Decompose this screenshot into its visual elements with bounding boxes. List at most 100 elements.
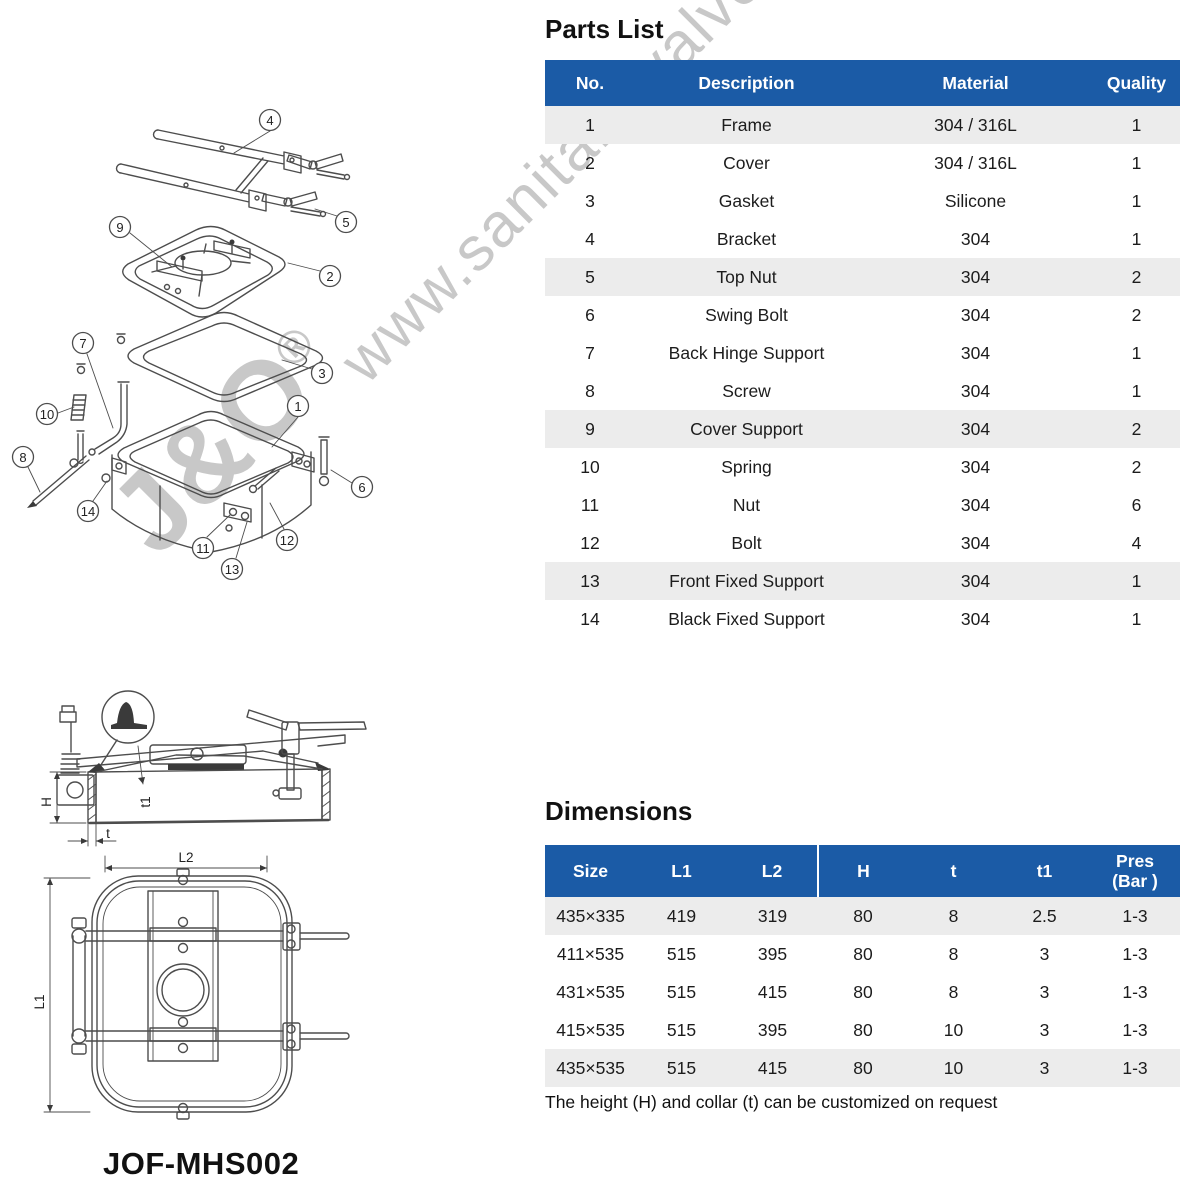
- cell-l1: 419: [636, 897, 727, 935]
- handle-drawing: [246, 709, 367, 731]
- cell-h: 80: [853, 943, 873, 964]
- cover-drawing: [122, 225, 286, 318]
- cell-t: 8: [948, 943, 959, 964]
- svg-text:5: 5: [342, 215, 349, 230]
- cell-material: 304: [960, 608, 991, 629]
- svg-text:14: 14: [81, 504, 95, 519]
- dims-col-size: Size: [545, 845, 636, 897]
- cell-pres: 1-3: [1122, 1019, 1148, 1040]
- cell-size: 435×535: [545, 1049, 636, 1087]
- cell-t1: 3: [1039, 943, 1050, 964]
- cell-quality: 1: [1131, 228, 1142, 249]
- cell-size: 431×535: [556, 981, 625, 1002]
- cell-no: 9: [545, 410, 635, 448]
- cell-material: 304: [858, 258, 1093, 296]
- cell-pres: 1-3: [1090, 897, 1180, 935]
- callout-leaders: [27, 130, 353, 559]
- cell-description: Gasket: [718, 190, 775, 211]
- cell-l2: 415: [727, 1049, 818, 1087]
- gasket-profile-detail: [111, 702, 147, 729]
- cell-t1: 3: [999, 1049, 1090, 1087]
- cell-quality: 1: [1131, 152, 1142, 173]
- cell-no: 12: [580, 532, 600, 553]
- cell-description: Swing Bolt: [705, 304, 788, 325]
- dims-col-t: t: [908, 845, 999, 897]
- cell-description: Cover Support: [635, 410, 858, 448]
- cell-description: Screw: [722, 380, 771, 401]
- callout-10: 10: [35, 402, 59, 426]
- cell-quality: 1: [1131, 608, 1142, 629]
- cell-t1: 3: [1039, 1019, 1050, 1040]
- callout-14: 14: [76, 499, 100, 523]
- callout-6: 6: [350, 475, 374, 499]
- dims-col-h: H: [817, 845, 908, 897]
- callout-13: 13: [220, 557, 244, 581]
- dimensions-title: Dimensions: [545, 796, 693, 826]
- cell-material: 304: [960, 304, 991, 325]
- callout-7: 7: [71, 331, 95, 355]
- svg-text:8: 8: [19, 450, 26, 465]
- callout-5: 5: [334, 210, 358, 234]
- cell-material: 304: [960, 532, 991, 553]
- cell-no: 7: [585, 342, 595, 363]
- bracket-drawing: [115, 129, 302, 212]
- cell-material: Silicone: [944, 190, 1007, 211]
- cell-l1: 515: [666, 981, 697, 1002]
- callout-11: 11: [191, 536, 215, 560]
- cell-pres: 1-3: [1122, 981, 1148, 1002]
- cell-t: 10: [908, 1049, 999, 1087]
- side-view-drawing: H t t1 L2: [39, 690, 367, 873]
- gasket-drawing: [127, 311, 324, 403]
- svg-text:9: 9: [116, 220, 123, 235]
- cell-no: 8: [585, 380, 595, 401]
- dims-col-pres: Pres(Bar ): [1090, 845, 1180, 897]
- dimension-drawings: H t t1 L2: [32, 690, 367, 1120]
- cell-description: Cover: [723, 152, 770, 173]
- cell-l2: 319: [727, 897, 818, 935]
- parts-col-description: Description: [635, 60, 858, 106]
- dim-label-l2: L2: [178, 850, 193, 865]
- cell-l2: 395: [757, 943, 788, 964]
- callout-3: 3: [310, 361, 334, 385]
- parts-list-title: Parts List: [545, 14, 664, 44]
- exploded-view-diagram: 1 2 3 4 5 6 7 8 9 10 11 12 13 14: [11, 108, 374, 581]
- svg-text:4: 4: [266, 113, 273, 128]
- svg-text:1: 1: [294, 399, 301, 414]
- cell-quality: 2: [1093, 258, 1180, 296]
- cell-no: 13: [545, 562, 635, 600]
- cell-no: 11: [580, 494, 600, 515]
- svg-text:3: 3: [318, 366, 325, 381]
- dim-label-l1: L1: [32, 994, 47, 1009]
- dimensions-header-row: Size L1 L2 H t t1 Pres(Bar ): [545, 845, 1180, 897]
- cell-l1: 515: [636, 1049, 727, 1087]
- svg-text:6: 6: [358, 480, 365, 495]
- svg-text:2: 2: [326, 269, 333, 284]
- cell-l2: 415: [757, 981, 788, 1002]
- cell-t: 8: [908, 897, 999, 935]
- cell-no: 14: [580, 608, 600, 629]
- cell-l2: 395: [757, 1019, 788, 1040]
- model-code: JOF-MHS002: [103, 1146, 300, 1181]
- cell-no: 4: [585, 228, 595, 249]
- pres-line2: (Bar ): [1112, 871, 1158, 891]
- callout-12: 12: [275, 528, 299, 552]
- dims-col-t1: t1: [999, 845, 1090, 897]
- cell-t1: 3: [1039, 981, 1050, 1002]
- cell-material: 304: [858, 562, 1093, 600]
- cell-no: 6: [585, 304, 595, 325]
- cell-l1: 515: [666, 943, 697, 964]
- dim-label-h: H: [39, 797, 54, 807]
- dims-col-l2: L2: [727, 845, 818, 897]
- cell-size: 411×535: [556, 943, 625, 964]
